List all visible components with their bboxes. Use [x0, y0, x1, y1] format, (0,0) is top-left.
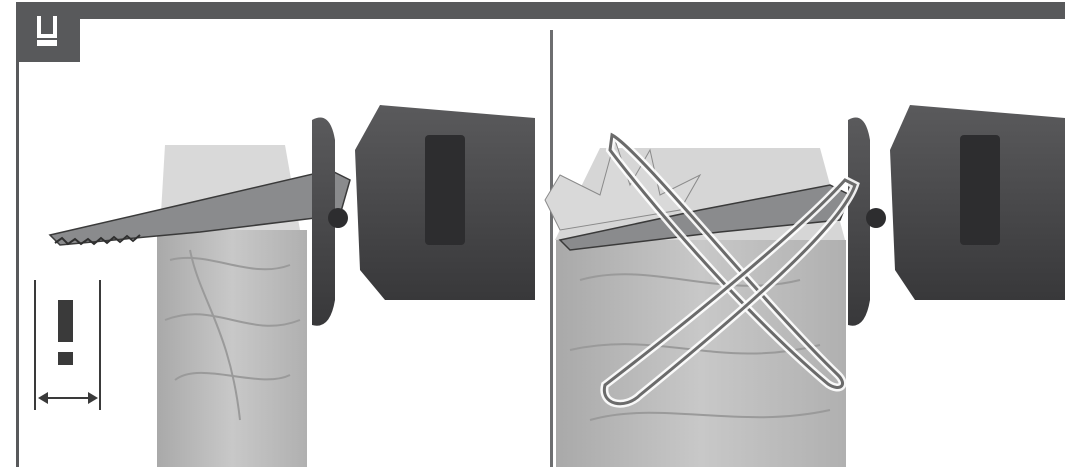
exclamation-icon — [58, 300, 73, 365]
right-panel — [544, 105, 1065, 467]
left-frame-rule — [16, 2, 19, 467]
saw-shoe-right — [848, 117, 870, 326]
left-panel — [34, 105, 535, 467]
cross-icon — [600, 128, 860, 408]
wood-block — [157, 230, 307, 467]
panel-divider — [550, 30, 553, 467]
double-arrow-icon — [38, 392, 98, 404]
saw-shoe — [312, 117, 335, 326]
wood-block-right — [556, 240, 846, 467]
header-bar — [16, 2, 1065, 19]
document-caution-icon — [37, 16, 57, 46]
header-tab — [16, 2, 80, 62]
